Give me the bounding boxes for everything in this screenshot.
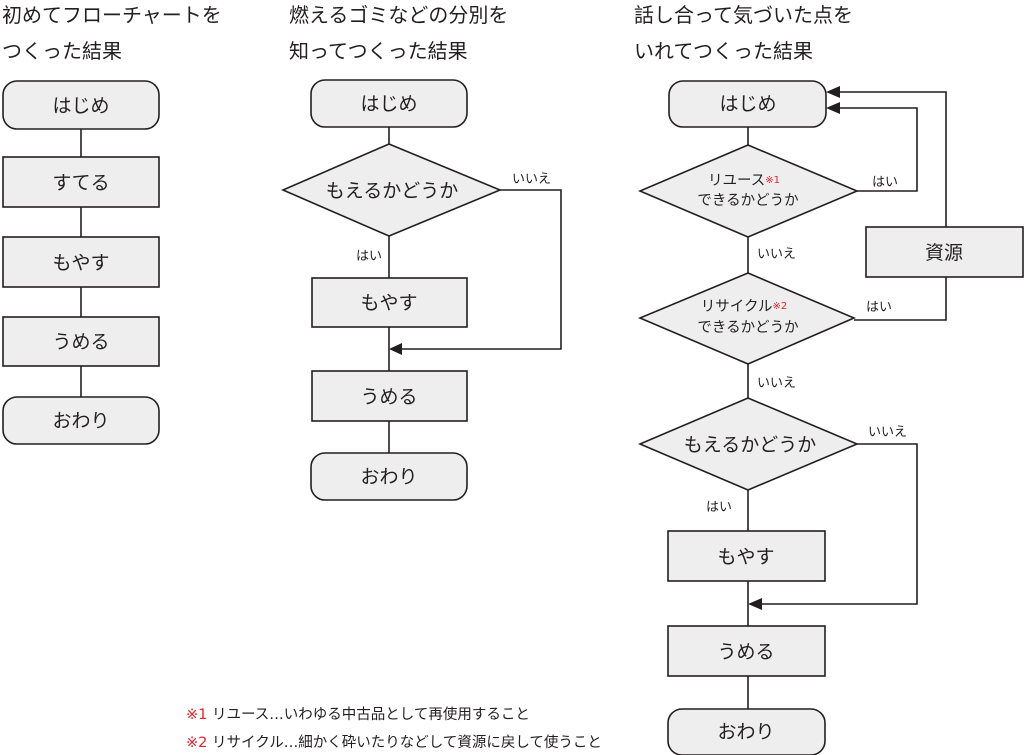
right-recycle-decision-line1: リサイクル※2 [701, 298, 788, 315]
middle-yes-label: はい [356, 249, 382, 264]
right-recycle-decision-line2: できるかどうか [697, 319, 798, 336]
right-end-label: おわり [717, 721, 774, 743]
right-resource-return-arrowhead [826, 86, 840, 98]
right-bury-node [667, 625, 826, 677]
right-start-node [668, 80, 827, 128]
right-recycle-no-label: いいえ [757, 376, 796, 391]
middle-burn-node [311, 277, 468, 328]
right-burn-node [667, 530, 826, 582]
middle-no-label: いいえ [512, 172, 551, 187]
middle-burnable-decision [280, 143, 503, 237]
middle-bury-label: うめる [360, 386, 417, 408]
right-reuse-yes-line [834, 107, 918, 192]
right-reuse-yes-arrowhead [826, 102, 840, 114]
right-reuse-decision-line2: できるかどうか [697, 192, 798, 209]
left-title-line1: 初めてフローチャートを [2, 3, 222, 27]
right-start-label: はじめ [719, 93, 776, 115]
right-title-line1: 話し合って気づいた点を [634, 3, 853, 27]
middle-start-label: はじめ [360, 93, 417, 115]
middle-end-label: おわり [360, 466, 417, 488]
left-throw-node [2, 156, 160, 208]
right-burnable-no-label: いいえ [868, 425, 907, 440]
right-reuse-no-label: いいえ [757, 247, 796, 262]
right-burnable-decision [637, 397, 860, 491]
left-end-label: おわり [52, 410, 109, 432]
right-burn-no-line [758, 443, 918, 605]
footnote-1: ※1 リユース…いわゆる中古品として再使用すること [186, 706, 530, 723]
left-end-node [2, 396, 160, 445]
left-start-node [2, 80, 160, 130]
right-recycle-yes-line [854, 277, 947, 321]
right-reuse-yes-label: はい [872, 175, 898, 190]
middle-no-branch-arrowhead [389, 343, 402, 355]
right-burn-no-arrowhead [748, 598, 762, 610]
left-throw-label: すてる [52, 172, 109, 194]
right-end-node [667, 708, 826, 755]
left-burn-node [2, 236, 160, 288]
right-reuse-decision [637, 144, 860, 238]
right-recycle-decision [637, 272, 857, 365]
middle-end-node [310, 452, 468, 501]
left-burn-label: もやす [52, 252, 109, 274]
right-burnable-yes-label: はい [706, 500, 732, 515]
right-resource-node [865, 226, 1024, 278]
right-resource-label: 資源 [925, 242, 963, 264]
middle-bury-node [311, 370, 468, 422]
right-recycle-yes-label: はい [866, 300, 892, 315]
middle-title-line1: 燃えるゴミなどの分別を [289, 3, 508, 27]
middle-flowchart: 燃えるゴミなどの分別を 知ってつくった結果 はじめ もえるかどうか いいえ はい… [280, 3, 562, 501]
middle-title-line2: 知ってつくった結果 [289, 39, 468, 63]
left-start-label: はじめ [52, 95, 109, 117]
right-reuse-decision-line1: リユース※1 [708, 173, 780, 189]
right-resource-return-line [834, 91, 947, 227]
left-bury-label: うめる [52, 331, 109, 353]
right-burnable-decision-label: もえるかどうか [684, 434, 816, 456]
middle-decision-label: もえるかどうか [326, 180, 458, 202]
right-bury-label: うめる [717, 641, 774, 663]
right-flowchart: 話し合って気づいた点を いれてつくった結果 はじめ リユース※1 できるかどうか… [634, 3, 1024, 755]
left-title-line2: つくった結果 [2, 39, 122, 63]
footnotes: ※1 リユース…いわゆる中古品として再使用すること ※2 リサイクル…細かく砕い… [186, 706, 602, 751]
right-burn-label: もやす [717, 546, 774, 568]
right-title-line2: いれてつくった結果 [634, 39, 813, 63]
middle-no-branch-line [398, 189, 562, 350]
left-bury-node [2, 316, 160, 367]
middle-burn-label: もやす [360, 292, 417, 314]
left-flowchart: 初めてフローチャートを つくった結果 はじめ すてる もやす うめる おわり [2, 3, 222, 445]
middle-start-node [310, 79, 468, 128]
footnote-2: ※2 リサイクル…細かく砕いたりなどして資源に戻して使うこと [186, 734, 602, 751]
